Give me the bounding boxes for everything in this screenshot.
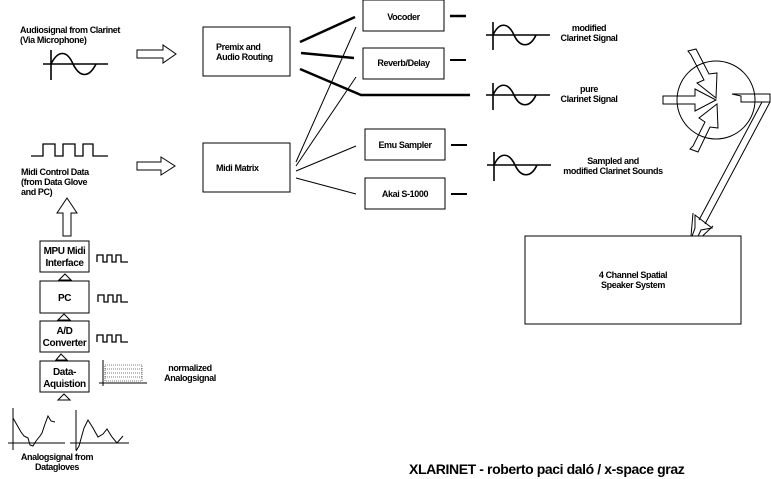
vocoder-block: Vocoder: [362, 0, 445, 32]
data-aquisition-block: Data- Aquistion: [39, 360, 90, 393]
audio-route-to-vocoder: [299, 15, 356, 44]
pc-block: PC: [39, 280, 90, 314]
analog-signal-graph-2: [70, 410, 129, 452]
pure-signal-label-line1: pure: [580, 84, 598, 94]
analog-signal-graph-1: [8, 408, 65, 450]
ad-label-line1: A/D: [56, 326, 72, 337]
reverb-label: Reverb/Delay: [377, 58, 430, 68]
emu-label: Emu Sampler: [378, 140, 432, 150]
speaker-label-line1: 4 Channel Spatial: [599, 270, 667, 280]
sine-wave-icon: [487, 152, 551, 181]
analog-signal-label-line2: Datagloves: [35, 462, 79, 472]
normalized-signal-icon: [99, 360, 147, 386]
sampled-sounds-label-line2: modified Clarinet Sounds: [563, 166, 663, 176]
audio-input-label-line1: Audiosignal from Clarinet: [20, 25, 120, 35]
midi-route-to-emu: [295, 145, 357, 172]
square-wave-icon: [31, 143, 108, 157]
modified-signal-label-line1: modified: [572, 23, 606, 33]
square-wave-icon: [96, 254, 128, 263]
diagram-title: XLARINET - roberto paci daló / x-space g…: [409, 461, 685, 477]
normalized-label-line2: Analogsignal: [164, 373, 216, 383]
arrow-up-icon: [56, 197, 78, 237]
arrow-up-small-icon: [56, 393, 72, 401]
midi-route-to-vocoder: [295, 26, 357, 163]
midi-input-label-line2: (from Data Glove: [21, 177, 88, 187]
ad-converter-block: A/D Converter: [39, 320, 90, 353]
mpu-label-line1: MPU Midi: [44, 246, 86, 257]
sine-wave-icon: [486, 83, 550, 110]
akai-label: Akai S-1000: [382, 189, 429, 199]
arrow-right-icon: [136, 156, 176, 176]
reverb-delay-block: Reverb/Delay: [362, 47, 445, 80]
midi-input-label-line1: Midi Control Data: [21, 167, 90, 177]
daq-label-line1: Data-: [53, 367, 76, 378]
premix-label-line2: Audio Routing: [216, 52, 273, 62]
pc-label: PC: [58, 293, 71, 304]
audio-route-to-reverb: [300, 51, 355, 60]
normalized-label-line1: normalized: [168, 363, 212, 373]
speaker-label-line2: Speaker System: [601, 280, 665, 290]
ad-label-line2: Converter: [43, 338, 87, 349]
mpu-midi-interface-block: MPU Midi Interface: [39, 240, 90, 273]
midi-route-to-reverb: [295, 76, 357, 167]
speaker-system-block: 4 Channel Spatial Speaker System: [524, 235, 742, 325]
vocoder-label: Vocoder: [387, 12, 420, 22]
analog-signal-label-line1: Analogsignal from: [21, 452, 94, 462]
midi-input-label-line3: and PC): [21, 187, 53, 197]
modified-signal-label-line2: Clarinet Signal: [560, 33, 617, 43]
midi-route-to-akai: [295, 177, 357, 195]
daq-label-line2: Aquistion: [43, 379, 86, 390]
spatial-mixer-icon: [662, 48, 771, 225]
arrow-up-small-icon: [57, 273, 73, 281]
premix-label-line1: Premix and: [216, 42, 261, 52]
premix-audio-routing-block: Premix and Audio Routing: [202, 26, 291, 77]
midi-matrix-label: Midi Matrix: [216, 163, 259, 173]
square-wave-icon: [96, 334, 128, 343]
square-wave-icon: [97, 294, 128, 303]
arrow-up-small-icon: [54, 353, 69, 361]
pure-signal-label-line2: Clarinet Signal: [560, 94, 617, 104]
audio-route-direct: [299, 67, 470, 97]
midi-matrix-block: Midi Matrix: [202, 142, 291, 193]
akai-s1000-block: Akai S-1000: [364, 177, 446, 210]
audio-input-label-line2: (Via Microphone): [20, 35, 87, 45]
arrow-up-small-icon: [56, 313, 72, 321]
mpu-label-line2: Interface: [45, 258, 84, 269]
emu-sampler-block: Emu Sampler: [364, 128, 446, 161]
arrow-right-icon: [136, 44, 177, 64]
sine-wave-icon: [43, 50, 108, 80]
sampled-sounds-label-line1: Sampled and: [587, 156, 639, 166]
sine-wave-icon: [486, 22, 550, 50]
